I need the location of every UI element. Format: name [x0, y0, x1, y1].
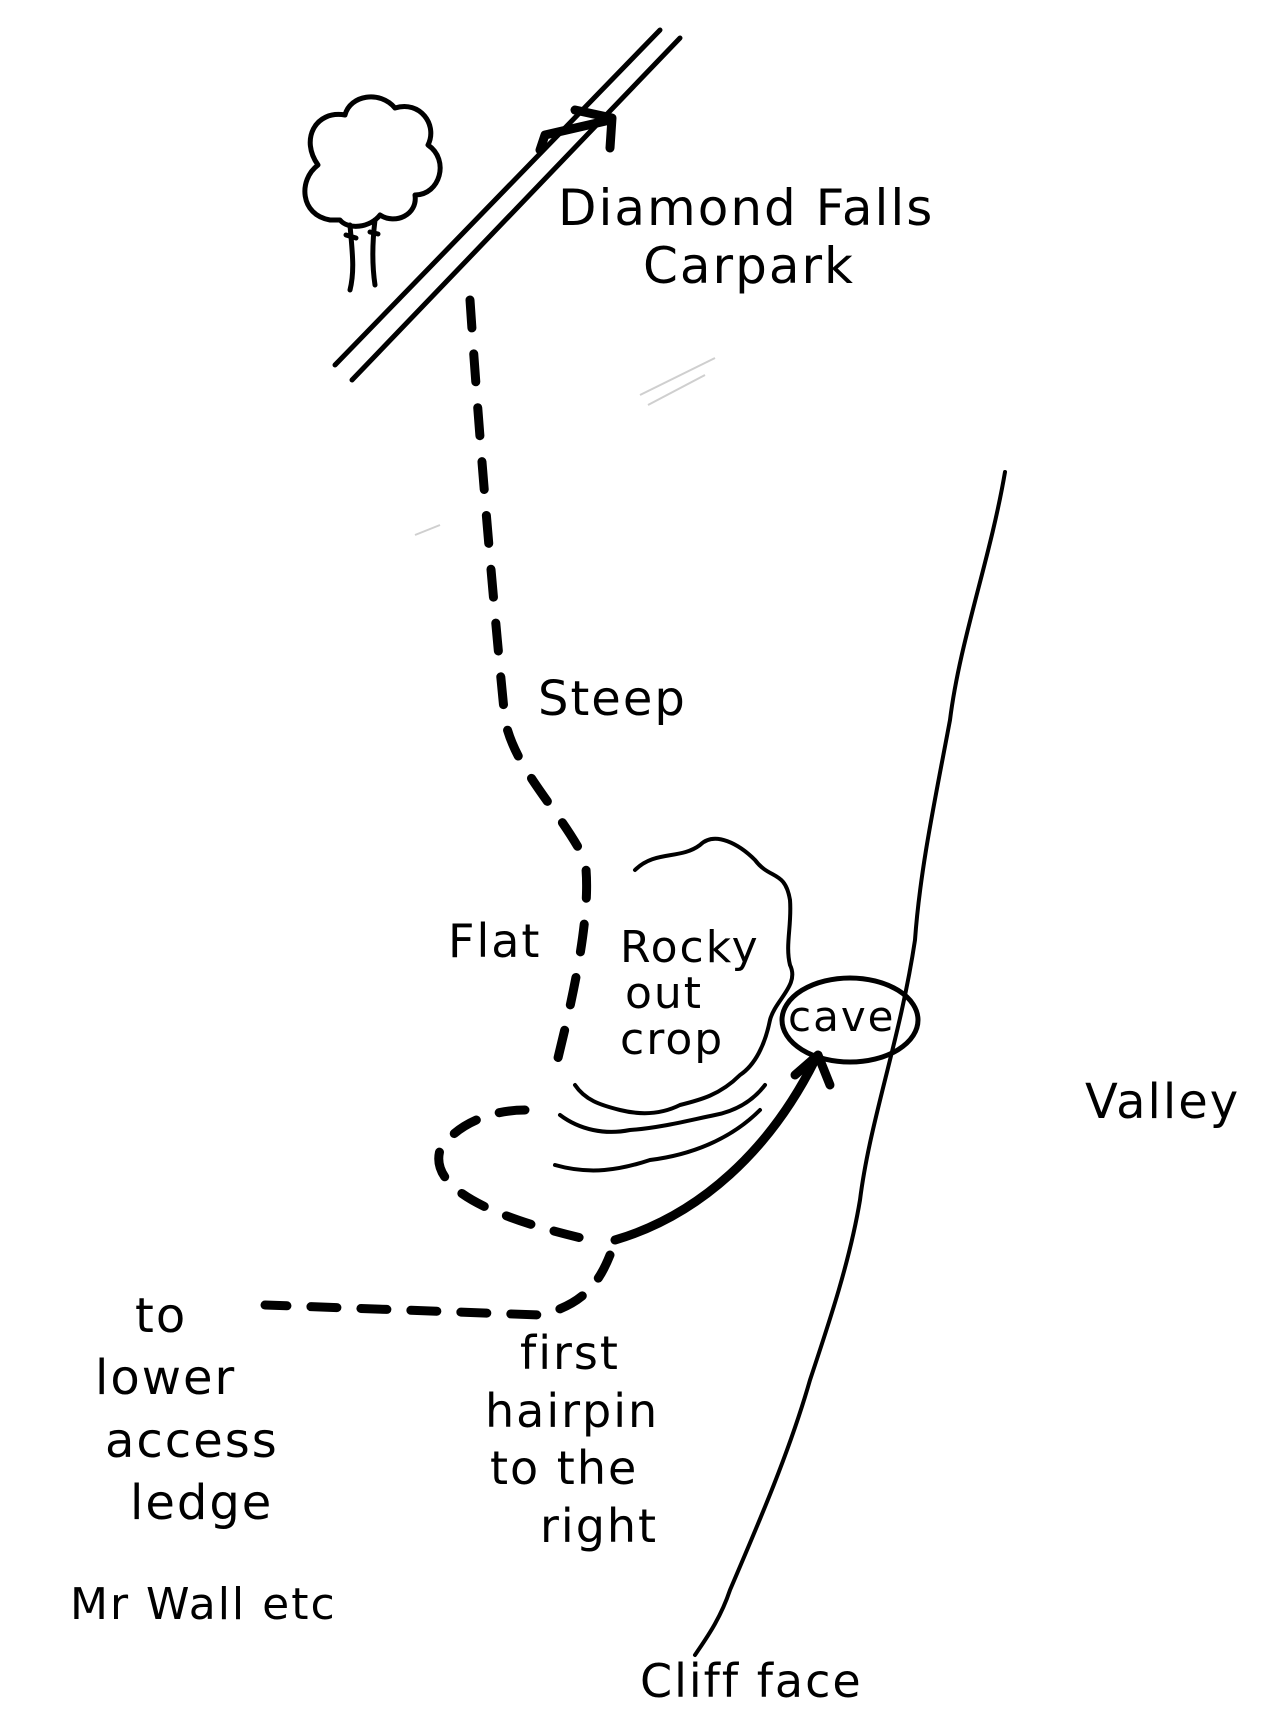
carpark-label-line1: Diamond Falls: [558, 179, 935, 237]
road: [332, 27, 683, 383]
valley-label: Valley: [1085, 1074, 1241, 1130]
lower-label-line3: access: [105, 1412, 279, 1469]
cave-arrow: [610, 1050, 835, 1245]
tree-icon: [302, 94, 443, 293]
hairpin-label-line3: to the: [490, 1441, 639, 1495]
carpark-label-line2: Carpark: [643, 236, 855, 295]
carpark-label: Diamond Falls Carpark: [558, 179, 935, 295]
lower-label-line4: ledge: [130, 1475, 274, 1532]
mr-wall-label: Mr Wall etc: [70, 1579, 337, 1630]
cliff-face: [693, 470, 1007, 1657]
cave-outline: [779, 975, 921, 1065]
rocky-label-line3: crop: [620, 1014, 725, 1066]
rocky-label-line2: out: [625, 968, 704, 1020]
carpark-arrow-icon: [535, 105, 617, 155]
hairpin-label-line4: right: [540, 1498, 659, 1553]
rocky-outcrop-label: Rocky out crop: [620, 922, 760, 1066]
cliff-face-label: Cliff face: [640, 1654, 863, 1708]
hairpin-label-line1: first: [520, 1326, 620, 1380]
rocky-outcrop: [553, 836, 795, 1173]
hairpin-label: first hairpin to the right: [485, 1325, 659, 1555]
lower-label-line1: to: [135, 1288, 188, 1344]
hairpin-trail: [260, 1105, 615, 1320]
steep-label: Steep: [538, 671, 687, 727]
pencil-smudges: [414, 357, 716, 536]
rocky-label-line1: Rocky: [620, 922, 760, 973]
walking-trail: [465, 295, 592, 1075]
cave-label: cave: [788, 992, 896, 1041]
lower-label-line2: lower: [95, 1350, 237, 1407]
hairpin-label-line2: hairpin: [485, 1383, 660, 1438]
flat-label: Flat: [448, 914, 542, 968]
lower-access-label: to lower access ledge: [95, 1285, 279, 1535]
